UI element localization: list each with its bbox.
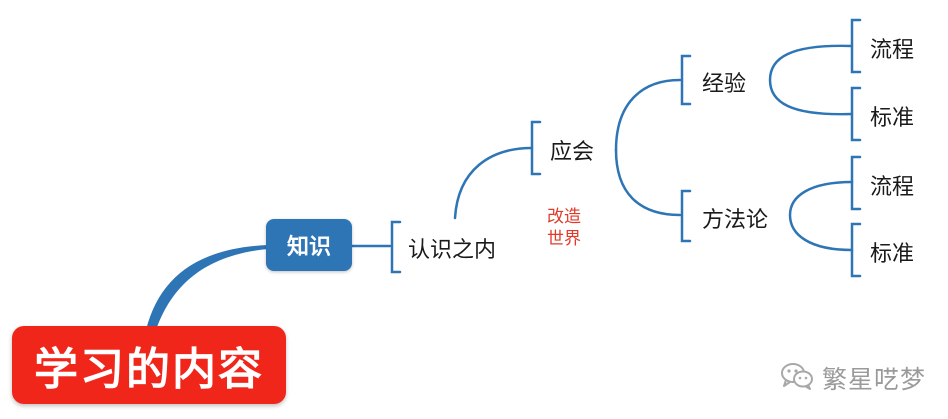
bracket-jingyan [680, 54, 692, 106]
annotation-line-2: 世界 [547, 229, 581, 249]
bracket-fangfalun [680, 189, 692, 243]
level2-connector-upper [614, 78, 682, 152]
annotation-line-1: 改造 [547, 207, 581, 227]
bracket-level2 [530, 120, 542, 176]
fangfalun-biaozhun-label: 标准 [870, 242, 915, 267]
level1-connector [453, 146, 534, 220]
fangfalun-liucheng-label: 流程 [870, 175, 915, 200]
root-connector [146, 245, 268, 330]
wechat-icon [780, 361, 814, 395]
level2-label: 应会 [550, 140, 595, 165]
knowledge-node: 知识 [266, 219, 352, 271]
level2-connector-lower [614, 148, 682, 217]
fangfalun-label: 方法论 [702, 208, 769, 233]
fangfalun-connector [788, 180, 854, 252]
jingyan-connector [768, 44, 854, 116]
bracket-jingyan-liucheng [850, 18, 862, 74]
bracket-fangfalun-liucheng [850, 155, 862, 211]
level1-label: 认识之内 [408, 238, 497, 263]
annotation-text: 改造 世界 [547, 206, 581, 250]
jingyan-biaozhun-label: 标准 [870, 106, 915, 131]
bracket-jingyan-biaozhun [850, 86, 862, 142]
jingyan-liucheng-label: 流程 [870, 38, 915, 63]
jingyan-label: 经验 [702, 72, 747, 97]
bracket-fangfalun-biaozhun [850, 222, 862, 278]
watermark-text: 繁星呓梦 [822, 365, 927, 394]
bracket-level1 [390, 220, 402, 274]
watermark: 繁星呓梦 [780, 360, 926, 396]
root-node: 学习的内容 [12, 326, 286, 404]
